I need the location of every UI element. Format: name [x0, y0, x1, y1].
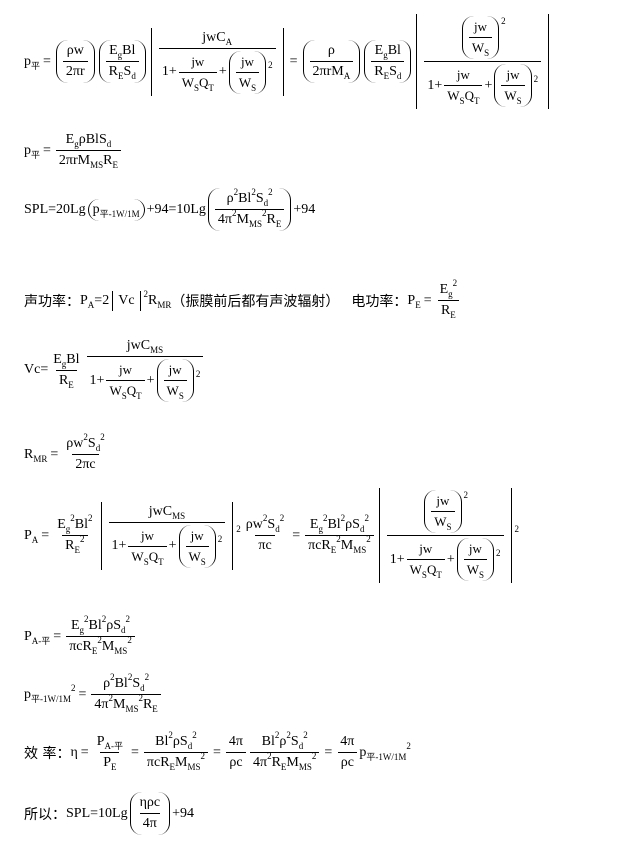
eq-so-spl: 所以： SPL=10Lg ηρc 4π +94	[24, 792, 194, 835]
paren-eg-bl: EgBl RESd	[98, 40, 146, 83]
eq-efficiency: 效 率： η = PA-平 PE = Bl2ρSd2 πcREMMS2 = 4π…	[24, 730, 411, 772]
sym-p: p	[24, 53, 31, 69]
paren-rho-w: ρw 2πr	[55, 40, 95, 83]
